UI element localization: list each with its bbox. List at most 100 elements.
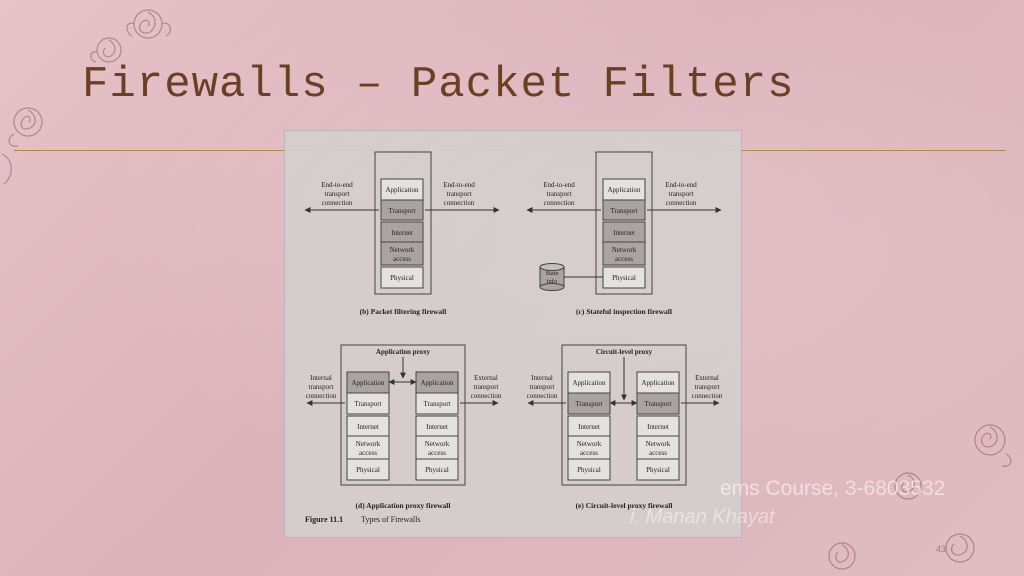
layer-network-access (380, 241, 424, 266)
layer-physical (380, 266, 424, 289)
layer-label: access (615, 255, 633, 263)
layer-label: Physical (390, 274, 414, 282)
rose-decoration-icon (974, 424, 1012, 467)
connection-label: connection (692, 392, 723, 400)
connection-label: External (474, 374, 498, 382)
layer-label: Application (351, 379, 385, 387)
layer-label: Network (425, 440, 450, 448)
connection-label: End-to-end (321, 181, 353, 189)
panel-stateful-inspection: Application Transport Internet Network a… (526, 151, 722, 316)
connection-label: connection (322, 199, 353, 207)
layer-label: Internet (391, 229, 413, 237)
proxy-label: Application proxy (376, 348, 431, 356)
layer-label: Transport (355, 400, 382, 408)
layer-physical (415, 458, 459, 481)
connection-label: connection (444, 199, 475, 207)
panel-caption: (d) Application proxy firewall (356, 501, 451, 510)
connection-label: connection (666, 199, 697, 207)
layer-label: Physical (577, 466, 601, 474)
connection-label: transport (530, 383, 555, 391)
layer-label: Physical (425, 466, 449, 474)
layer-label: Application (641, 379, 675, 387)
connection-label: connection (544, 199, 575, 207)
state-info-database-icon (539, 263, 565, 291)
proxy-frame (561, 344, 687, 486)
figure-number: Figure 11.1 (305, 515, 343, 524)
panel-caption: (c) Stateful inspection firewall (576, 307, 672, 316)
panel-application-proxy: Application proxy Application Transport … (306, 344, 502, 510)
connection-label: transport (474, 383, 499, 391)
layer-physical (636, 458, 680, 481)
layer-label: Transport (645, 400, 672, 408)
state-label: info (547, 278, 557, 285)
layer-label: Physical (646, 466, 670, 474)
connection-label: End-to-end (665, 181, 697, 189)
layer-label: Application (385, 186, 419, 194)
layer-transport (380, 199, 424, 221)
layer-label: access (359, 449, 377, 457)
connection-label: External (695, 374, 719, 382)
connection-label: connection (306, 392, 337, 400)
rose-decoration-icon (126, 9, 171, 39)
connection-label: connection (471, 392, 502, 400)
connection-label: transport (669, 190, 694, 198)
layer-label: Application (420, 379, 454, 387)
layer-label: Internet (647, 423, 669, 431)
layer-transport (346, 392, 390, 415)
connection-label: transport (695, 383, 720, 391)
layer-transport (602, 199, 646, 221)
layer-label: Physical (612, 274, 636, 282)
panel-caption: (e) Circuit-level proxy firewall (576, 501, 673, 510)
state-label: State (546, 270, 559, 277)
panel-circuit-level-proxy: Circuit-level proxy Application Transpor… (527, 344, 723, 510)
layer-label: Network (577, 440, 602, 448)
layer-label: access (393, 255, 411, 263)
firewall-diagram: Application Transport Internet Network a… (304, 151, 723, 524)
rose-decoration-icon (1, 153, 12, 185)
connection-label: transport (547, 190, 572, 198)
panel-packet-filtering: Application Transport Internet Network a… (304, 151, 500, 316)
connection-label: End-to-end (443, 181, 475, 189)
firewall-frame (595, 151, 653, 295)
connection-label: connection (527, 392, 558, 400)
firewall-types-figure: Application Transport Internet Network a… (284, 130, 742, 538)
firewall-frame (374, 151, 432, 295)
proxy-label: Circuit-level proxy (596, 348, 653, 356)
panel-caption: (b) Packet filtering firewall (360, 307, 447, 316)
rose-decoration-icon (894, 472, 922, 500)
layer-transport (415, 392, 459, 415)
layer-label: Application (607, 186, 641, 194)
layer-label: Physical (356, 466, 380, 474)
connection-label: Internal (531, 374, 553, 382)
connection-label: transport (325, 190, 350, 198)
connection-label: transport (309, 383, 334, 391)
layer-physical (346, 458, 390, 481)
rose-decoration-icon (828, 542, 856, 570)
layer-label: Internet (613, 229, 635, 237)
layer-label: Transport (424, 400, 451, 408)
layer-label: Internet (578, 423, 600, 431)
layer-label: Network (390, 246, 415, 254)
connection-label: Internal (310, 374, 332, 382)
rose-decoration-icon (90, 37, 122, 63)
layer-label: Internet (357, 423, 379, 431)
layer-label: Transport (576, 400, 603, 408)
layer-label: access (428, 449, 446, 457)
layer-label: Application (572, 379, 606, 387)
slide-title: Firewalls – Packet Filters (82, 60, 795, 110)
page-number: 43 (936, 544, 947, 554)
connection-label: transport (447, 190, 472, 198)
course-watermark: ems Course, 3-6803532 (720, 477, 946, 500)
layer-network-access (602, 241, 646, 266)
layer-label: Network (356, 440, 381, 448)
layer-label: Network (646, 440, 671, 448)
layer-label: Network (612, 246, 637, 254)
rose-decoration-icon (8, 107, 43, 147)
connection-label: End-to-end (543, 181, 575, 189)
rose-decoration-icon (945, 533, 975, 563)
layer-label: Transport (611, 207, 638, 215)
figure-caption: Types of Firewalls (361, 515, 420, 524)
author-watermark: i. Manan Khayat (630, 506, 775, 528)
layer-label: Internet (426, 423, 448, 431)
layer-label: access (649, 449, 667, 457)
